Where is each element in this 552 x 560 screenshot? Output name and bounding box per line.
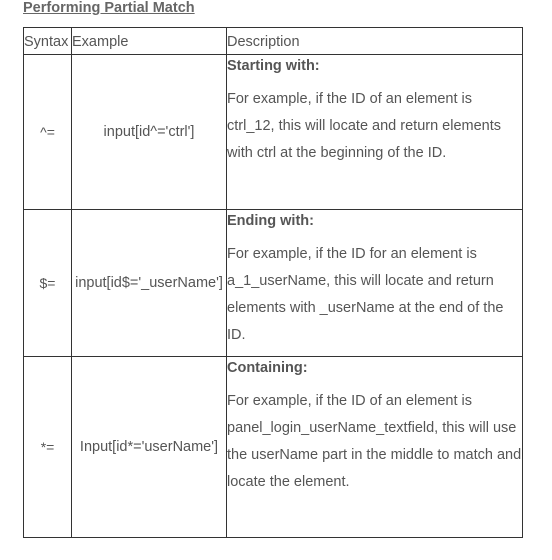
partial-match-table: Syntax Example Description ^= input[id^=… xyxy=(23,27,523,538)
description-body: For example, if the ID of an element is … xyxy=(227,393,522,490)
header-syntax: Syntax xyxy=(24,34,69,50)
section-heading: Performing Partial Match xyxy=(23,0,195,16)
example-cell: input[id$='_userName'] xyxy=(75,275,223,291)
description-body: For example, if the ID for an element is… xyxy=(227,246,504,343)
description-cell: Ending with: For example, if the ID for … xyxy=(227,210,523,349)
column-divider xyxy=(226,28,227,537)
description-cell: Containing: For example, if the ID of an… xyxy=(227,357,523,496)
row-divider xyxy=(24,209,522,210)
header-example: Example xyxy=(72,34,129,50)
syntax-cell: $= xyxy=(39,275,56,291)
description-body: For example, if the ID of an element is … xyxy=(227,91,502,161)
row-divider xyxy=(24,54,522,55)
row-divider xyxy=(24,356,522,357)
header-description: Description xyxy=(227,34,300,50)
description-cell: Starting with: For example, if the ID of… xyxy=(227,55,523,167)
syntax-cell: ^= xyxy=(40,124,55,140)
description-title: Starting with: xyxy=(227,58,320,74)
example-cell: input[id^='ctrl'] xyxy=(103,124,195,140)
example-cell: Input[id*='userName'] xyxy=(79,439,219,455)
description-title: Ending with: xyxy=(227,213,314,229)
description-title: Containing: xyxy=(227,360,308,376)
syntax-cell: *= xyxy=(40,439,55,455)
column-divider xyxy=(71,28,72,537)
